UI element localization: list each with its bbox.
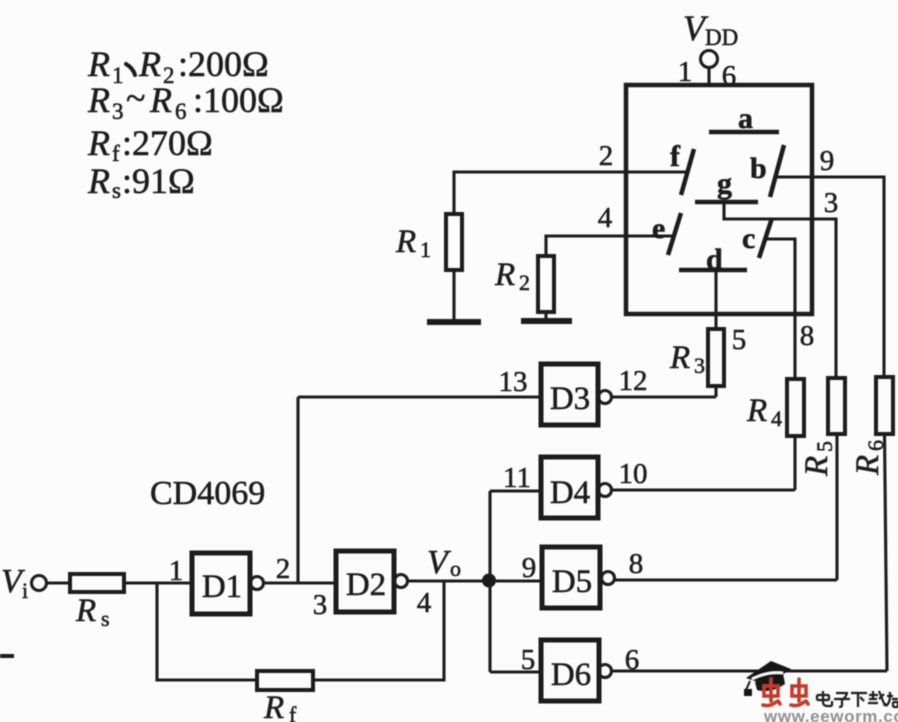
svg-text:2: 2	[163, 63, 175, 88]
svg-text:R: R	[799, 456, 835, 477]
svg-text:R: R	[746, 393, 767, 429]
svg-text:R: R	[850, 455, 886, 476]
svg-text:1: 1	[420, 237, 431, 262]
svg-text:b: b	[750, 152, 767, 185]
svg-text:s: s	[112, 178, 121, 203]
svg-text:o: o	[450, 556, 461, 581]
svg-text:f: f	[670, 140, 681, 173]
svg-text:R: R	[87, 161, 110, 201]
svg-text:~: ~	[126, 78, 145, 118]
svg-text:5: 5	[732, 324, 747, 356]
svg-text:10: 10	[619, 458, 648, 490]
svg-text:4: 4	[771, 406, 782, 431]
svg-text:e: e	[652, 212, 665, 245]
svg-text:R: R	[395, 224, 416, 260]
svg-text:5: 5	[521, 644, 536, 676]
svg-text:1: 1	[112, 63, 124, 88]
svg-text:DD: DD	[705, 25, 738, 50]
svg-text:6: 6	[722, 60, 737, 92]
svg-text:3: 3	[313, 589, 328, 621]
svg-text:D2: D2	[346, 567, 386, 603]
svg-text:8: 8	[800, 320, 815, 352]
svg-text:9: 9	[522, 552, 537, 584]
svg-text:R: R	[494, 257, 515, 293]
svg-text:13: 13	[499, 366, 528, 398]
svg-text:R: R	[87, 44, 110, 84]
svg-text:3: 3	[694, 353, 705, 378]
svg-text::200Ω: :200Ω	[178, 44, 269, 84]
svg-text:D1: D1	[202, 569, 242, 605]
svg-text:V: V	[683, 8, 709, 48]
svg-text:4: 4	[417, 587, 432, 619]
svg-text:f: f	[289, 702, 297, 722]
svg-text:R: R	[87, 123, 110, 163]
svg-text:R: R	[75, 593, 96, 629]
svg-text:R: R	[87, 80, 110, 120]
svg-text:1: 1	[678, 56, 693, 88]
svg-text:R: R	[263, 690, 284, 722]
svg-text:6: 6	[175, 99, 187, 124]
svg-text:CD4069: CD4069	[150, 475, 265, 512]
svg-text:3: 3	[112, 99, 124, 124]
svg-text:www.eeworm.com: www.eeworm.com	[763, 707, 898, 722]
svg-text:D5: D5	[552, 564, 592, 600]
svg-text:D3: D3	[550, 381, 590, 417]
svg-text:D4: D4	[550, 475, 590, 511]
svg-text:11: 11	[503, 462, 531, 494]
svg-text:2: 2	[599, 140, 614, 172]
svg-text:s: s	[101, 606, 110, 631]
svg-text:g: g	[717, 167, 732, 200]
svg-text:2: 2	[276, 553, 291, 585]
svg-text:c: c	[742, 222, 755, 255]
svg-text:D6: D6	[551, 657, 591, 693]
svg-text::100Ω: :100Ω	[193, 80, 284, 120]
svg-text:6: 6	[625, 644, 640, 676]
svg-text:8: 8	[629, 548, 644, 580]
svg-text:i: i	[22, 578, 28, 603]
svg-text:f: f	[112, 141, 120, 166]
svg-text:12: 12	[619, 365, 648, 397]
svg-text:4: 4	[598, 202, 613, 234]
svg-text::270Ω: :270Ω	[122, 123, 213, 163]
svg-text:6: 6	[863, 440, 888, 451]
svg-text:R: R	[149, 80, 172, 120]
svg-text::91Ω: :91Ω	[122, 161, 195, 201]
svg-text:d: d	[706, 243, 723, 276]
svg-text:R: R	[669, 340, 690, 376]
svg-text:9: 9	[820, 145, 835, 177]
svg-text:1: 1	[169, 555, 184, 587]
svg-text:R: R	[138, 44, 161, 84]
svg-text:5: 5	[812, 441, 837, 452]
svg-text:3: 3	[824, 187, 839, 219]
svg-text:2: 2	[519, 270, 530, 295]
svg-text:a: a	[738, 102, 753, 135]
